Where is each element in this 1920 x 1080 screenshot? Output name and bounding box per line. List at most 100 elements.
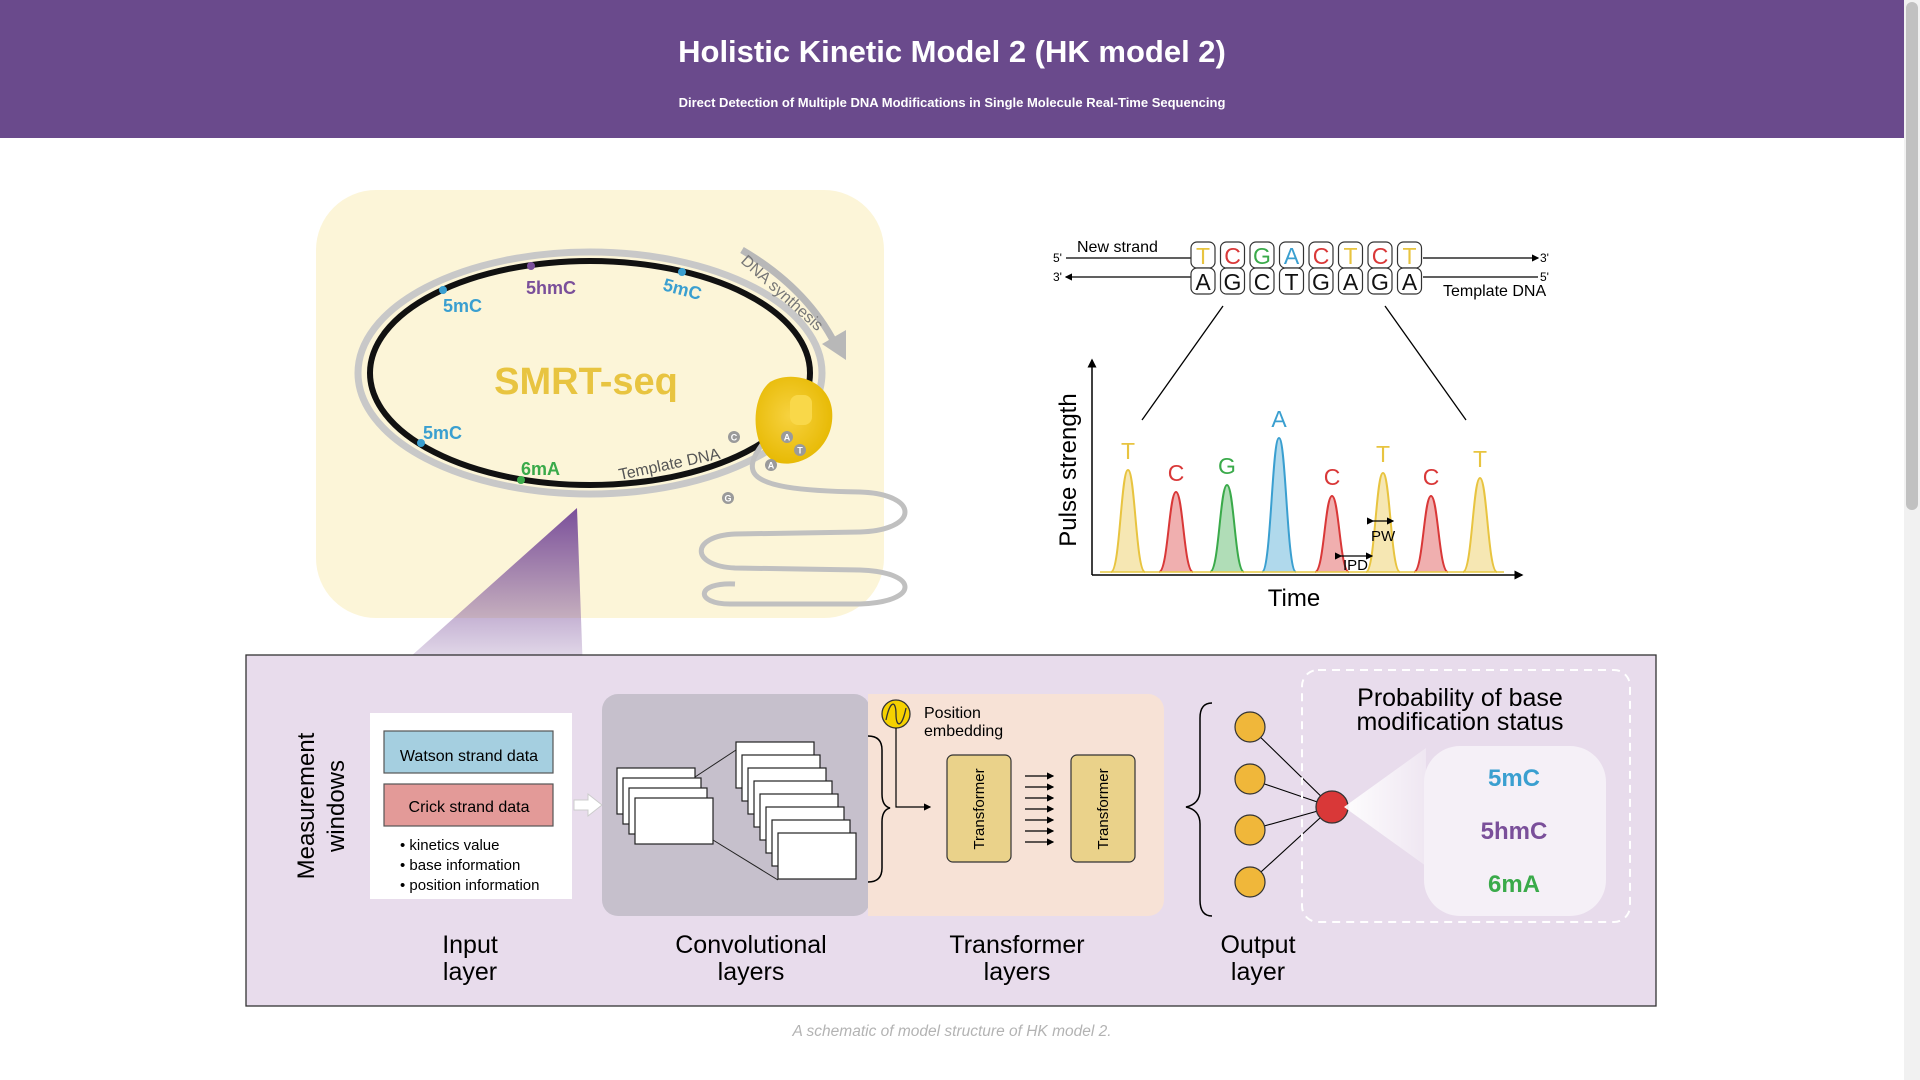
mod-label-6ma: 6mA [521, 459, 560, 479]
input-layer-label-1: Input [442, 931, 498, 959]
new-strand-base: T [1343, 243, 1357, 269]
free-nucleotide-label: G [724, 494, 731, 504]
free-nucleotide [728, 431, 740, 443]
scrollbar-thumb[interactable] [1906, 2, 1918, 510]
transformer-label-2: Transformer [1095, 768, 1112, 849]
pw-label: PW [1371, 528, 1396, 545]
bullet-3: • position information [400, 877, 540, 894]
template-base-box [1308, 267, 1334, 295]
mod-site-5mc-1 [439, 286, 447, 294]
output-neuron [1315, 790, 1349, 824]
y-axis-label: Pulse strength [1055, 393, 1082, 546]
five-prime-top: 5' [1053, 251, 1062, 265]
smrt-background [316, 190, 884, 618]
five-prime-bottom: 5' [1540, 270, 1549, 284]
conv-layer-label-2: layers [718, 958, 785, 986]
pulse-peak [1110, 468, 1146, 573]
new-strand-base: A [1284, 243, 1300, 269]
smrt-title: SMRT-seq [494, 361, 678, 403]
mod-label-5mc-3: 5mC [423, 423, 462, 443]
pulse-peak [1413, 494, 1449, 573]
page-subtitle: Direct Detection of Multiple DNA Modific… [678, 95, 1226, 110]
transformer-label-1: Transformer [971, 768, 988, 849]
polymerase-core [790, 395, 812, 425]
mod-label-5hmc: 5hmC [526, 278, 576, 298]
new-strand-base: T [1196, 243, 1210, 269]
bullet-1: • kinetics value [400, 837, 499, 854]
transformer-layer-label-1: Transformer [949, 931, 1084, 959]
transformer-arrows [1025, 772, 1055, 846]
template-base: G [1224, 269, 1242, 295]
free-nucleotide-label: A [768, 461, 775, 471]
pulse-peak [1462, 476, 1498, 573]
free-nucleotide [765, 459, 777, 471]
output-class-5hmc: 5hmC [1481, 818, 1548, 845]
pulse-peak-label: T [1376, 441, 1390, 467]
template-base-box [1249, 267, 1275, 295]
free-nucleotide [722, 492, 734, 504]
template-base: A [1195, 269, 1211, 295]
new-strand-base: C [1313, 243, 1330, 269]
pulse-peak-label: A [1271, 406, 1287, 432]
conv-feature-maps [616, 741, 857, 881]
ipd-label: IPD [1343, 557, 1368, 574]
template-base-box [1219, 267, 1246, 295]
free-nucleotide [781, 431, 793, 443]
mod-label-5mc-1: 5mC [443, 296, 482, 316]
new-strand-base: C [1224, 243, 1241, 269]
input-arrow [573, 792, 603, 818]
synthesis-arrow [740, 246, 842, 352]
bullet-2: • base information [400, 857, 520, 874]
watson-label: Watson strand data [400, 748, 538, 765]
template-label-strand: Template DNA [1443, 283, 1546, 300]
pulse-peak-label: C [1324, 464, 1341, 490]
output-connection [1249, 806, 1333, 883]
conv-connector [712, 839, 779, 881]
new-strand-base: T [1402, 243, 1416, 269]
output-nodes [1234, 711, 1333, 898]
synthesis-arrowhead [822, 330, 846, 360]
smrt-seq-panel: DNA synthesis SMRT-seq 5mC 5hmC 5mC 5mC … [316, 190, 908, 618]
output-class-5mc: 5mC [1488, 765, 1540, 792]
new-strand-label: New strand [1077, 239, 1158, 256]
template-base: G [1371, 269, 1389, 295]
conv-layer-label-1: Convolutional [675, 931, 827, 959]
output-layer-label-1: Output [1220, 931, 1295, 959]
pulse-peak [1158, 490, 1194, 573]
template-base: A [1343, 269, 1359, 295]
new-strand-base: G [1253, 243, 1271, 269]
pulse-peak [1365, 471, 1401, 573]
measurement-label-1: Measurement [293, 732, 320, 879]
zoom-triangle [362, 508, 584, 700]
free-nucleotide [794, 444, 806, 456]
template-base-box [1396, 267, 1423, 295]
free-nucleotide-label: C [731, 433, 738, 443]
x-axis-label: Time [1268, 585, 1320, 612]
output-node [1234, 711, 1266, 743]
free-nucleotide-label: A [784, 433, 791, 443]
three-prime-bottom: 3' [1053, 270, 1062, 284]
header-banner [0, 0, 1904, 138]
pulse-peak-label: G [1218, 453, 1236, 479]
three-prime-top: 3' [1540, 251, 1549, 265]
page-title: Holistic Kinetic Model 2 (HK model 2) [678, 34, 1226, 69]
template-base: C [1254, 269, 1271, 295]
template-base-box [1367, 267, 1393, 295]
crick-box [383, 783, 554, 827]
circular-dna-outer [354, 248, 826, 498]
pulse-peak [1209, 483, 1245, 573]
output-node [1234, 866, 1266, 898]
pulse-peak-label: C [1168, 460, 1185, 486]
mod-site-6ma [517, 476, 525, 484]
pulse-peak-label: T [1121, 438, 1135, 464]
crick-label: Crick strand data [409, 799, 530, 816]
template-base: G [1312, 269, 1330, 295]
conv-transformer-join [868, 694, 888, 916]
output-connection [1249, 726, 1333, 808]
conv-connector [694, 749, 737, 778]
